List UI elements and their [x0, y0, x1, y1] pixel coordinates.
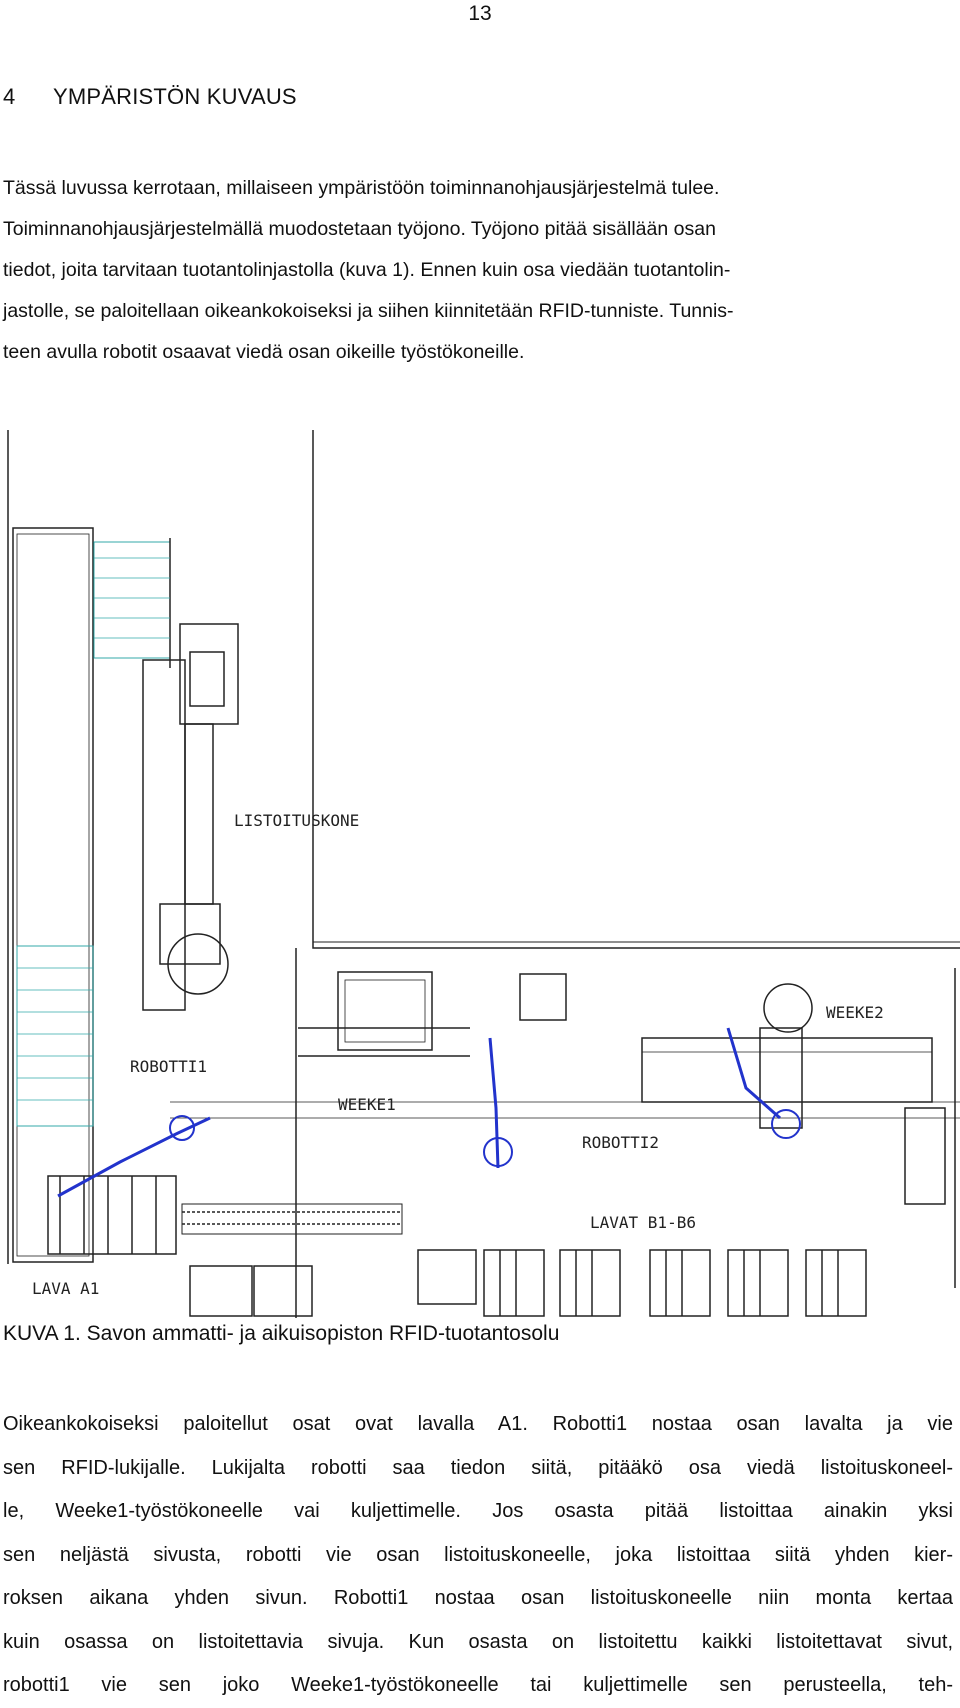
label-robotti1: ROBOTTI1: [130, 1057, 207, 1076]
section-number: 4: [3, 84, 16, 109]
text-line: tiedot, joita tarvitaan tuotantolinjasto…: [3, 259, 731, 281]
label-lava-a1: LAVA A1: [32, 1279, 99, 1298]
section-heading: 4 YMPÄRISTÖN KUVAUS: [3, 84, 297, 110]
text-line: teen avulla robotit osaavat viedä osan o…: [3, 341, 525, 363]
page-number: 13: [468, 2, 492, 25]
body-paragraph: Oikeankokoiseksi paloitellut osat ovat l…: [3, 1403, 953, 1708]
label-weeke1: WEEKE1: [338, 1095, 396, 1114]
text-line: kuin osassa on listoitettavia sivuja. Ku…: [3, 1630, 953, 1653]
label-weeke2: WEEKE2: [826, 1003, 884, 1022]
text-line: sen RFID-lukijalle. Lukijalta robotti sa…: [3, 1456, 953, 1479]
text-line: Toiminnanohjausjärjestelmällä muodosteta…: [3, 218, 716, 240]
label-lavat: LAVAT B1-B6: [590, 1213, 696, 1232]
robot2-arm: [488, 1037, 500, 1169]
text-line: robotti1 vie sen joko Weeke1-työstökonee…: [3, 1674, 953, 1696]
layout-figure: LISTOITUSKONE ROBOTTI1 WEEKE1 WEEKE2 ROB…: [0, 428, 960, 1328]
text-line: Oikeankokoiseksi paloitellut osat ovat l…: [3, 1413, 953, 1435]
text-line: Tässä luvussa kerrotaan, millaiseen ympä…: [3, 177, 720, 199]
figure-caption: KUVA 1. Savon ammatti- ja aikuisopiston …: [3, 1322, 560, 1345]
section-title: YMPÄRISTÖN KUVAUS: [53, 84, 297, 109]
text-line: le, Weeke1-työstökoneelle vai kuljettime…: [3, 1500, 953, 1522]
robot3-arm: [726, 1027, 781, 1120]
text-line: jastolle, se paloitellaan oikeankokoisek…: [3, 300, 734, 322]
text-line: roksen aikana yhden sivun. Robotti1 nost…: [3, 1587, 953, 1609]
robot1-arm: [57, 1116, 211, 1198]
text-line: sen neljästä sivusta, robotti vie osan l…: [3, 1543, 953, 1566]
floor-plan-drawing: LISTOITUSKONE ROBOTTI1 WEEKE1 WEEKE2 ROB…: [7, 430, 960, 1318]
label-robotti2: ROBOTTI2: [582, 1133, 659, 1152]
label-listoituskone: LISTOITUSKONE: [234, 811, 359, 830]
intro-paragraph: Tässä luvussa kerrotaan, millaiseen ympä…: [3, 168, 923, 373]
